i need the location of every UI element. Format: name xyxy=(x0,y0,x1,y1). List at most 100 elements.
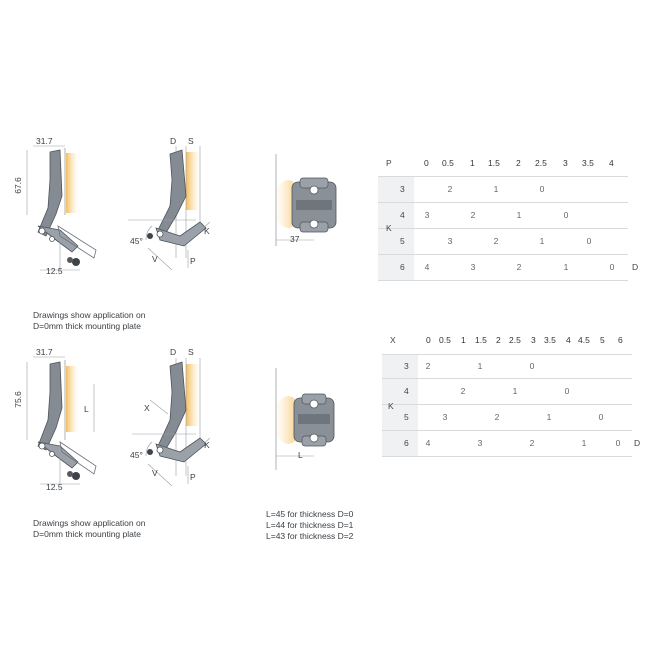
table-2-cell: 1 xyxy=(581,438,587,448)
table-1-cell: 3 xyxy=(447,236,453,246)
dim-top-width-2: 31.7 xyxy=(36,347,53,357)
table-2-cell: 2 xyxy=(425,361,431,371)
table-2-cell: 1 xyxy=(512,386,518,396)
dim-d-1: D xyxy=(170,136,177,146)
table-2-cell: 2 xyxy=(460,386,466,396)
dim-plate-width-1: 37 xyxy=(290,234,300,244)
table-1-row-k-4: 4 xyxy=(400,210,405,220)
note-1-line-2: D=0mm thick mounting plate xyxy=(33,321,141,331)
table-2-cell: 0 xyxy=(564,386,570,396)
table-2-cell: 0 xyxy=(615,438,621,448)
table-1-rule-1 xyxy=(378,202,628,203)
table-1-h1: 0.5 xyxy=(442,158,454,168)
table-2-cell: 2 xyxy=(529,438,535,448)
table-1-rule-2 xyxy=(378,228,628,229)
table-2-h2: 1 xyxy=(461,335,466,345)
table-1-h6: 3 xyxy=(563,158,568,168)
table-1-rule-3 xyxy=(378,254,628,255)
dim-angle-2: 45° xyxy=(130,450,143,460)
table-2: X 0 0.5 1 1.5 2 2.5 3 3.5 4 4.5 5 6 K 3 … xyxy=(0,300,672,480)
table-1-h3: 1.5 xyxy=(488,158,500,168)
dim-plate-l-2: L xyxy=(298,450,303,460)
table-2-h1: 0.5 xyxy=(439,335,451,345)
dim-bottom-2: 12.5 xyxy=(46,482,63,492)
note-2-line-2: D=0mm thick mounting plate xyxy=(33,529,141,539)
dim-x-2: X xyxy=(144,403,150,413)
table-1-cell: 1 xyxy=(539,236,545,246)
table-1-cell: 3 xyxy=(470,262,476,272)
table-1: P 0 0.5 1 1.5 2 2.5 3 3.5 4 K 3 4 5 6 2 … xyxy=(0,0,672,300)
dim-l-2: L xyxy=(84,404,89,414)
table-2-rule-2 xyxy=(382,404,632,405)
table-2-d-label: D xyxy=(634,438,641,448)
table-1-cell: 0 xyxy=(586,236,592,246)
table-2-k-band xyxy=(382,354,418,456)
table-1-row-k-6: 6 xyxy=(400,262,405,272)
table-2-axis-label: K xyxy=(388,401,394,411)
dim-d-2: D xyxy=(170,347,177,357)
dim-s-1: S xyxy=(188,136,194,146)
table-1-h5: 2.5 xyxy=(535,158,547,168)
dim-k-2: K xyxy=(204,440,210,450)
table-2-h0: 0 xyxy=(426,335,431,345)
table-2-rule-1 xyxy=(382,378,632,379)
table-2-row-k-3: 3 xyxy=(404,361,409,371)
note-1-line-1: Drawings show application on xyxy=(33,310,146,320)
table-1-d-label: D xyxy=(632,262,639,272)
table-2-cell: 2 xyxy=(494,412,500,422)
table-2-cell: 0 xyxy=(529,361,535,371)
table-1-h4: 2 xyxy=(516,158,521,168)
table-2-h9: 4.5 xyxy=(578,335,590,345)
table-1-cell: 1 xyxy=(493,184,499,194)
table-2-row-k-6: 6 xyxy=(404,438,409,448)
table-2-cell: 0 xyxy=(598,412,604,422)
table-2-h5: 2.5 xyxy=(509,335,521,345)
dim-v-2: V xyxy=(152,468,158,478)
table-1-cell: 2 xyxy=(516,262,522,272)
table-2-cell: 3 xyxy=(477,438,483,448)
table-2-rule-bottom xyxy=(382,456,632,457)
table-2-h3: 1.5 xyxy=(475,335,487,345)
dim-s-2: S xyxy=(188,347,194,357)
dim-angle-1: 45° xyxy=(130,236,143,246)
table-2-cell: 3 xyxy=(442,412,448,422)
table-2-cell: 1 xyxy=(546,412,552,422)
table-2-row-k-5: 5 xyxy=(404,412,409,422)
table-2-cell: 4 xyxy=(425,438,431,448)
l-note-1: L=45 for thickness D=0 xyxy=(266,509,354,519)
table-2-h4: 2 xyxy=(496,335,501,345)
table-1-cell: 0 xyxy=(609,262,615,272)
l-note-3: L=43 for thickness D=2 xyxy=(266,531,354,541)
dim-k-1: K xyxy=(204,226,210,236)
table-2-h10: 5 xyxy=(600,335,605,345)
table-1-h0: 0 xyxy=(424,158,429,168)
dim-p-2: P xyxy=(190,472,196,482)
table-1-cell: 1 xyxy=(563,262,569,272)
table-1-rule-top xyxy=(378,176,628,177)
table-2-rule-3 xyxy=(382,430,632,431)
table-1-h8: 4 xyxy=(609,158,614,168)
table-1-axis-label: K xyxy=(386,223,392,233)
table-1-cell: 1 xyxy=(516,210,522,220)
table-2-cell: 1 xyxy=(477,361,483,371)
dim-v-1: V xyxy=(152,254,158,264)
table-2-h6: 3 xyxy=(531,335,536,345)
note-2-line-1: Drawings show application on xyxy=(33,518,146,528)
table-1-cell: 2 xyxy=(447,184,453,194)
table-1-rule-bottom xyxy=(378,280,628,281)
table-2-h7: 3.5 xyxy=(544,335,556,345)
table-1-cell: 0 xyxy=(563,210,569,220)
table-1-cell: 4 xyxy=(424,262,430,272)
l-note-2: L=44 for thickness D=1 xyxy=(266,520,354,530)
table-1-cell: 3 xyxy=(424,210,430,220)
dim-bottom-1: 12.5 xyxy=(46,266,63,276)
table-1-cell: 2 xyxy=(470,210,476,220)
dim-top-width-1: 31.7 xyxy=(36,136,53,146)
table-1-row-k-5: 5 xyxy=(400,236,405,246)
table-2-rule-top xyxy=(382,354,632,355)
table-1-cell: 0 xyxy=(539,184,545,194)
table-1-header-label: P xyxy=(386,158,392,168)
table-1-cell: 2 xyxy=(493,236,499,246)
table-2-row-k-4: 4 xyxy=(404,386,409,396)
table-2-h8: 4 xyxy=(566,335,571,345)
